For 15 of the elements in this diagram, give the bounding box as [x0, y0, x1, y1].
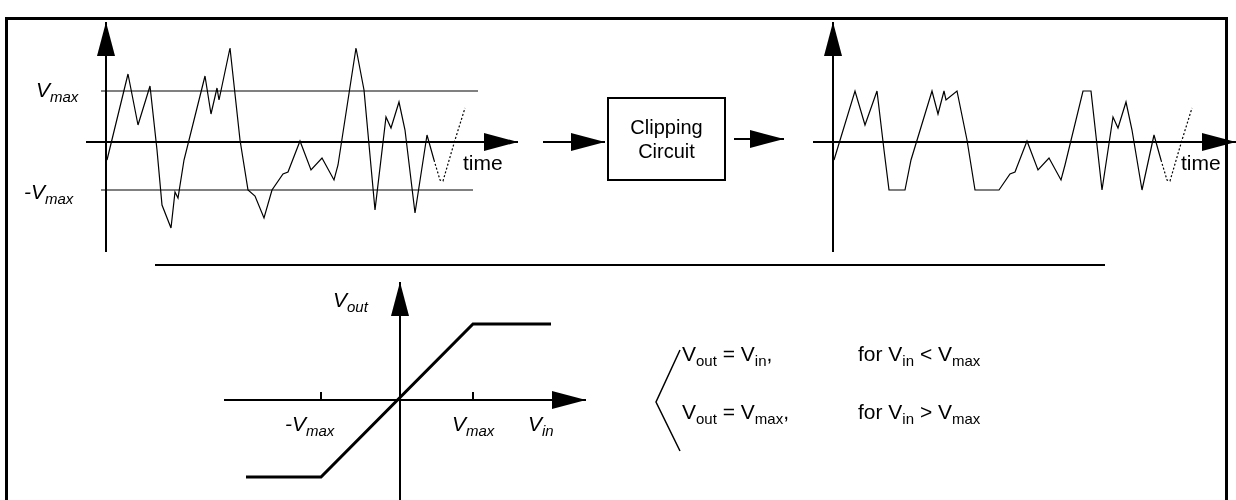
arrow — [542, 133, 606, 151]
axis-label: time — [1181, 151, 1221, 175]
condition: for V$_{in}$ > V$_{max}$ — [858, 400, 981, 428]
arrow — [733, 130, 785, 148]
tick-label: -V$_{max}$ — [285, 412, 335, 440]
process-box: Clipping Circuit — [607, 97, 726, 181]
axis-label: time — [463, 151, 503, 175]
condition: for V$_{in}$ < V$_{max}$ — [858, 342, 981, 370]
equation: V$_{out}$ = V$_{max}$, — [682, 400, 789, 428]
equation: V$_{out}$ = V$_{in}$, — [682, 342, 773, 370]
tick-label: V$_{max}$ — [36, 78, 79, 106]
tick-label: V$_{max}$ — [452, 412, 495, 440]
axis-label: V$_{out}$ — [333, 288, 368, 316]
tick-label: -V$_{max}$ — [24, 180, 74, 208]
axis-label: V$_{in}$ — [528, 412, 554, 440]
